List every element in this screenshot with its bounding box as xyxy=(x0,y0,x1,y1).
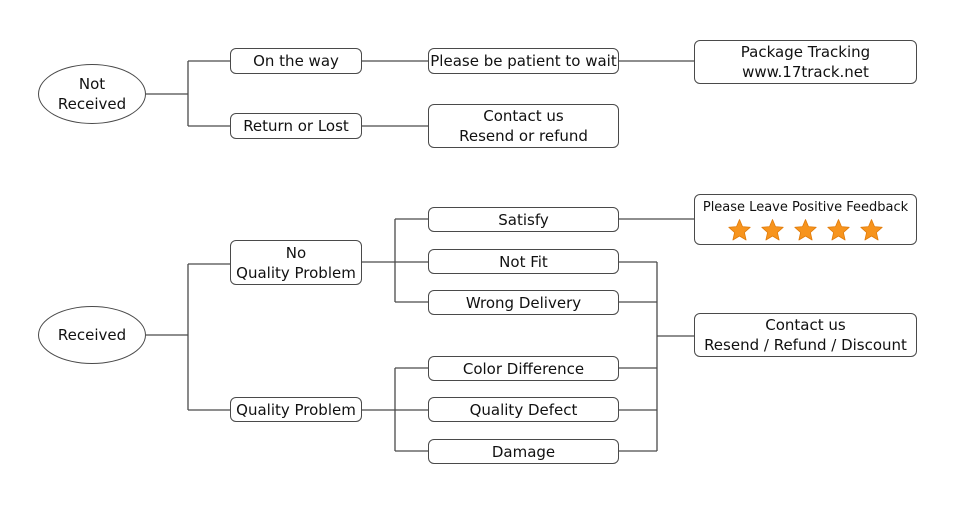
not-fit-node: Not Fit xyxy=(428,249,619,274)
not-received-label-line2: Received xyxy=(57,95,127,113)
resend-refund-discount-label: Resend / Refund / Discount xyxy=(704,336,907,354)
patient-node: Please be patient to wait xyxy=(428,48,619,74)
connector-not-received-branch xyxy=(146,60,230,127)
return-or-lost-label: Return or Lost xyxy=(243,117,349,135)
rating-stars xyxy=(727,218,884,242)
no-quality-label-line2: Quality Problem xyxy=(236,263,356,282)
contact-resend-refund-discount-node: Contact us Resend / Refund / Discount xyxy=(694,313,917,357)
damage-label: Damage xyxy=(491,442,556,461)
color-difference-label: Color Difference xyxy=(462,359,585,378)
connector-received-branch xyxy=(146,263,230,411)
not-received-node: Not Received xyxy=(38,64,146,124)
connector-no-quality-branch xyxy=(362,218,428,303)
no-quality-label-line1: No xyxy=(285,243,307,262)
star-icon xyxy=(794,219,817,241)
quality-problem-node: Quality Problem xyxy=(230,397,362,422)
connector-problems-to-contact xyxy=(619,261,694,452)
positive-feedback-node: Please Leave Positive Feedback xyxy=(694,194,917,245)
return-or-lost-node: Return or Lost xyxy=(230,113,362,139)
wrong-delivery-label: Wrong Delivery xyxy=(465,293,582,312)
star-icon xyxy=(827,219,850,241)
connector-quality-branch xyxy=(362,367,428,452)
quality-defect-node: Quality Defect xyxy=(428,397,619,422)
package-tracking-node: Package Tracking www.17track.net xyxy=(694,40,917,84)
on-the-way-node: On the way xyxy=(230,48,362,74)
wrong-delivery-node: Wrong Delivery xyxy=(428,290,619,315)
contact-us-label: Contact us xyxy=(483,107,564,125)
package-tracking-label: Package Tracking xyxy=(740,43,871,61)
satisfy-label: Satisfy xyxy=(498,210,549,229)
contact-resend-refund-node: Contact us Resend or refund xyxy=(428,104,619,148)
tracking-url: www.17track.net xyxy=(742,63,869,81)
not-fit-label: Not Fit xyxy=(499,252,548,271)
star-icon xyxy=(761,219,784,241)
star-icon xyxy=(860,219,883,241)
patient-label: Please be patient to wait xyxy=(430,52,617,70)
quality-defect-label: Quality Defect xyxy=(469,400,578,419)
damage-node: Damage xyxy=(428,439,619,464)
satisfy-node: Satisfy xyxy=(428,207,619,232)
on-the-way-label: On the way xyxy=(253,52,339,70)
star-icon xyxy=(728,219,751,241)
quality-problem-label: Quality Problem xyxy=(236,400,356,419)
contact-us-label-received: Contact us xyxy=(765,316,846,334)
positive-feedback-label: Please Leave Positive Feedback xyxy=(702,200,909,215)
not-received-label-line1: Not xyxy=(78,75,106,93)
received-node: Received xyxy=(38,306,146,364)
received-label: Received xyxy=(57,326,127,344)
color-difference-node: Color Difference xyxy=(428,356,619,381)
resend-or-refund-label: Resend or refund xyxy=(459,127,588,145)
no-quality-problem-node: No Quality Problem xyxy=(230,240,362,285)
